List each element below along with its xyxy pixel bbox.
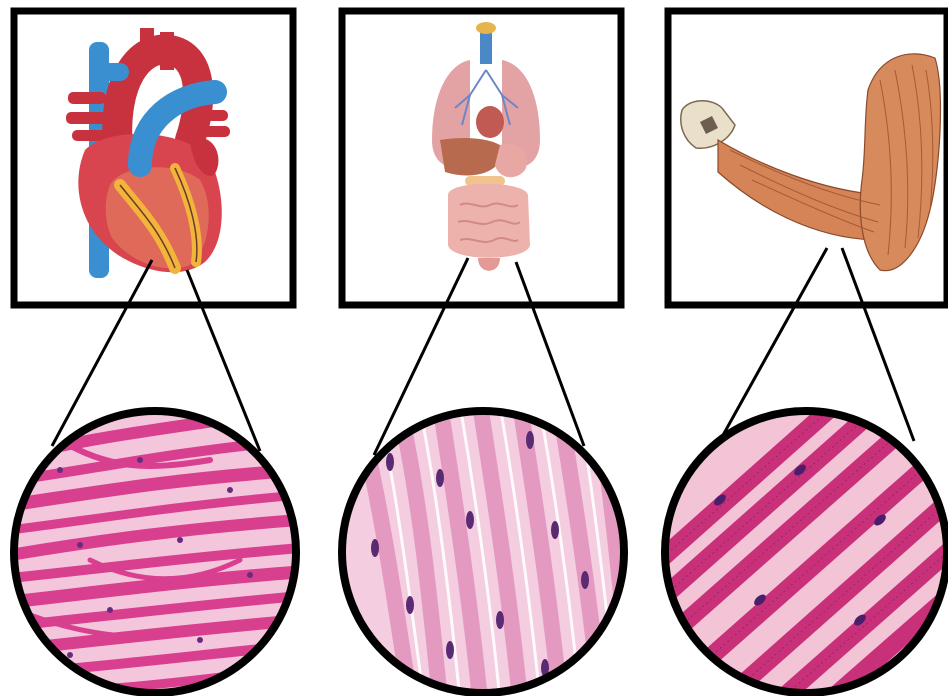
smooth-tissue-view [338, 405, 630, 696]
heart-panel [14, 11, 293, 305]
organs-panel [342, 11, 621, 305]
skeletal-tissue-view [660, 400, 948, 696]
arm-panel [668, 11, 947, 305]
cardiac-tissue-view [10, 405, 300, 695]
heart-illustration [66, 28, 230, 278]
